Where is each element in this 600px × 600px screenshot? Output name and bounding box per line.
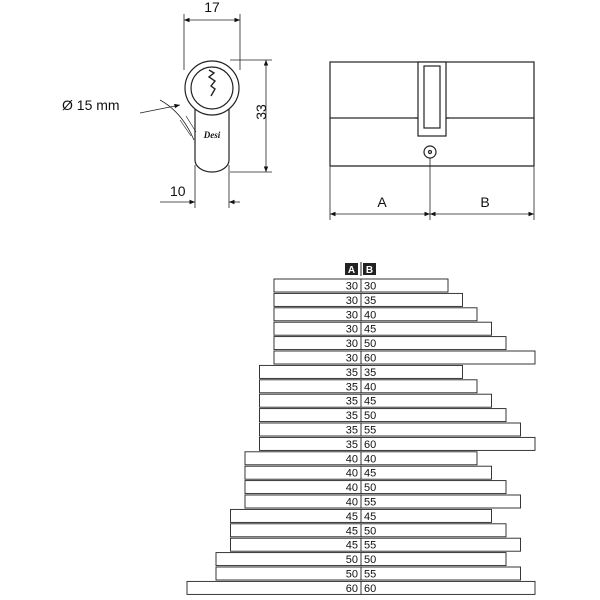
size-bar — [230, 523, 507, 538]
row-value-b: 50 — [364, 482, 376, 494]
row-value-b: 45 — [364, 396, 376, 408]
row-value-a: 50 — [346, 569, 358, 581]
size-bar — [259, 408, 507, 423]
table-row: 30 30 — [273, 278, 449, 293]
row-value-a: 35 — [346, 410, 358, 422]
row-value-a: 45 — [346, 540, 358, 552]
table-row: 35 55 — [259, 422, 521, 437]
row-value-a: 30 — [346, 353, 358, 365]
table-header-a: A — [348, 265, 355, 276]
table-row: 35 35 — [259, 364, 463, 379]
size-bar — [273, 350, 536, 365]
table-row: 60 60 — [186, 580, 536, 595]
dimension-width-10: 10 — [170, 183, 186, 199]
size-table-header: A B — [345, 262, 376, 276]
size-bar — [215, 566, 521, 581]
row-value-a: 30 — [346, 309, 358, 321]
row-value-b: 45 — [364, 511, 376, 523]
row-value-b: 60 — [364, 353, 376, 365]
row-value-a: 35 — [346, 367, 358, 379]
row-value-a: 40 — [346, 453, 358, 465]
size-bar — [259, 422, 521, 437]
row-value-a: 30 — [346, 324, 358, 336]
table-row: 40 40 — [244, 451, 478, 465]
size-bar — [273, 321, 492, 336]
table-row: 30 35 — [273, 292, 463, 307]
front-view — [139, 14, 272, 208]
row-value-b: 55 — [364, 497, 376, 509]
row-value-a: 35 — [346, 425, 358, 437]
size-bar — [230, 537, 521, 552]
dimension-diameter: Ø 15 mm — [62, 97, 120, 113]
size-bar — [273, 336, 507, 351]
dimension-label-b: B — [480, 194, 489, 210]
row-value-b: 45 — [364, 324, 376, 336]
table-row: 30 40 — [273, 307, 478, 322]
row-value-a: 45 — [346, 525, 358, 537]
row-value-b: 60 — [364, 583, 376, 595]
row-value-a: 35 — [346, 439, 358, 451]
size-bar — [273, 307, 478, 322]
dimension-label-a: A — [377, 194, 387, 210]
row-value-a: 35 — [346, 396, 358, 408]
row-value-b: 50 — [364, 525, 376, 537]
dimension-width-17: 17 — [204, 0, 220, 15]
row-value-b: 45 — [364, 468, 376, 480]
row-value-a: 40 — [346, 482, 358, 494]
row-value-b: 40 — [364, 381, 376, 393]
row-value-b: 50 — [364, 554, 376, 566]
row-value-a: 30 — [346, 281, 358, 293]
row-value-a: 60 — [346, 583, 358, 595]
brand-logo: Desi — [203, 130, 221, 140]
row-value-b: 35 — [364, 367, 376, 379]
table-row: 30 50 — [273, 336, 507, 351]
row-value-b: 30 — [364, 281, 376, 293]
table-row: 30 60 — [273, 350, 536, 365]
row-value-a: 40 — [346, 468, 358, 480]
table-row: 45 55 — [230, 537, 521, 552]
row-value-a: 40 — [346, 497, 358, 509]
row-value-b: 40 — [364, 453, 376, 465]
table-row: 40 50 — [244, 480, 507, 495]
row-value-b: 55 — [364, 540, 376, 552]
row-value-b: 50 — [364, 410, 376, 422]
size-bar — [244, 465, 492, 480]
row-value-a: 30 — [346, 338, 358, 350]
row-value-a: 50 — [346, 554, 358, 566]
side-view — [329, 61, 535, 220]
row-value-b: 35 — [364, 295, 376, 307]
size-table: 30 30 30 35 30 40 30 45 30 50 30 60 35 35 35 40 35 45 35 50… — [186, 278, 536, 595]
row-value-b: 55 — [364, 425, 376, 437]
size-bar — [259, 379, 478, 394]
size-bar — [273, 292, 463, 307]
row-value-b: 50 — [364, 338, 376, 350]
row-value-b: 60 — [364, 439, 376, 451]
table-row: 50 55 — [215, 566, 521, 581]
table-row: 35 45 — [259, 393, 492, 408]
size-bar — [244, 480, 507, 495]
table-row: 40 45 — [244, 465, 492, 480]
table-header-b: B — [366, 265, 373, 276]
row-value-a: 45 — [346, 511, 358, 523]
size-bar — [259, 393, 492, 408]
table-row: 30 45 — [273, 321, 492, 336]
size-bar — [259, 436, 536, 451]
table-row: 45 45 — [230, 508, 492, 523]
table-row: 50 50 — [215, 552, 507, 566]
table-row: 40 55 — [244, 494, 521, 509]
row-value-b: 40 — [364, 309, 376, 321]
dimension-height-33: 33 — [253, 104, 269, 120]
row-value-a: 30 — [346, 295, 358, 307]
size-bar — [244, 494, 521, 509]
table-row: 45 50 — [230, 523, 507, 538]
table-row: 35 60 — [259, 436, 536, 451]
table-row: 35 40 — [259, 379, 478, 394]
row-value-b: 55 — [364, 569, 376, 581]
table-row: 35 50 — [259, 408, 507, 423]
row-value-a: 35 — [346, 381, 358, 393]
